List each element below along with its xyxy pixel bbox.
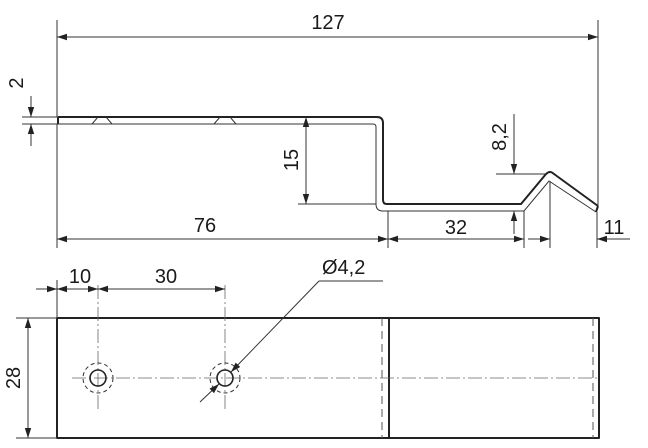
hole-2: [216, 369, 234, 387]
dim-bottom-chain: 76 32 11: [56, 124, 630, 248]
hole-1-countersink: [82, 362, 114, 394]
dim-flat-length-label: 76: [194, 215, 216, 237]
dim-hole-edge-label: 10: [69, 266, 91, 288]
part-profile-inner: [58, 123, 597, 213]
dim-width: 28: [3, 317, 57, 439]
dim-overall-length: 127: [56, 12, 599, 206]
hole-mark: [229, 116, 237, 125]
hole-2-countersink: [209, 362, 241, 394]
dim-overall-length-label: 127: [311, 12, 344, 34]
dim-thickness-label: 2: [6, 77, 28, 88]
hole-1: [89, 369, 107, 387]
dim-hole-positions: 10 30: [36, 266, 225, 318]
dim-offset-height-label: 15: [281, 149, 303, 171]
dim-lip-length-label: 11: [604, 217, 625, 239]
side-view: [57, 116, 599, 213]
dim-offset-length-label: 32: [445, 217, 467, 239]
hole-mark: [213, 116, 221, 125]
hole-mark: [105, 116, 113, 125]
dim-hole-diameter-label: Ø4,2: [322, 257, 365, 279]
dim-offset-height: 15: [281, 117, 376, 205]
hole-mark: [91, 116, 99, 125]
part-top-outline: [56, 317, 600, 439]
dim-hole-diameter: Ø4,2: [199, 257, 383, 403]
top-view: [56, 285, 600, 439]
part-profile-outer: [58, 116, 599, 207]
dim-lip-height: 8,2: [489, 114, 546, 234]
dim-thickness: 2: [6, 77, 58, 146]
dim-width-label: 28: [3, 367, 25, 389]
dim-lip-height-label: 8,2: [489, 123, 511, 151]
part-end-right: [595, 205, 599, 213]
dim-hole-spacing-label: 30: [155, 266, 177, 288]
